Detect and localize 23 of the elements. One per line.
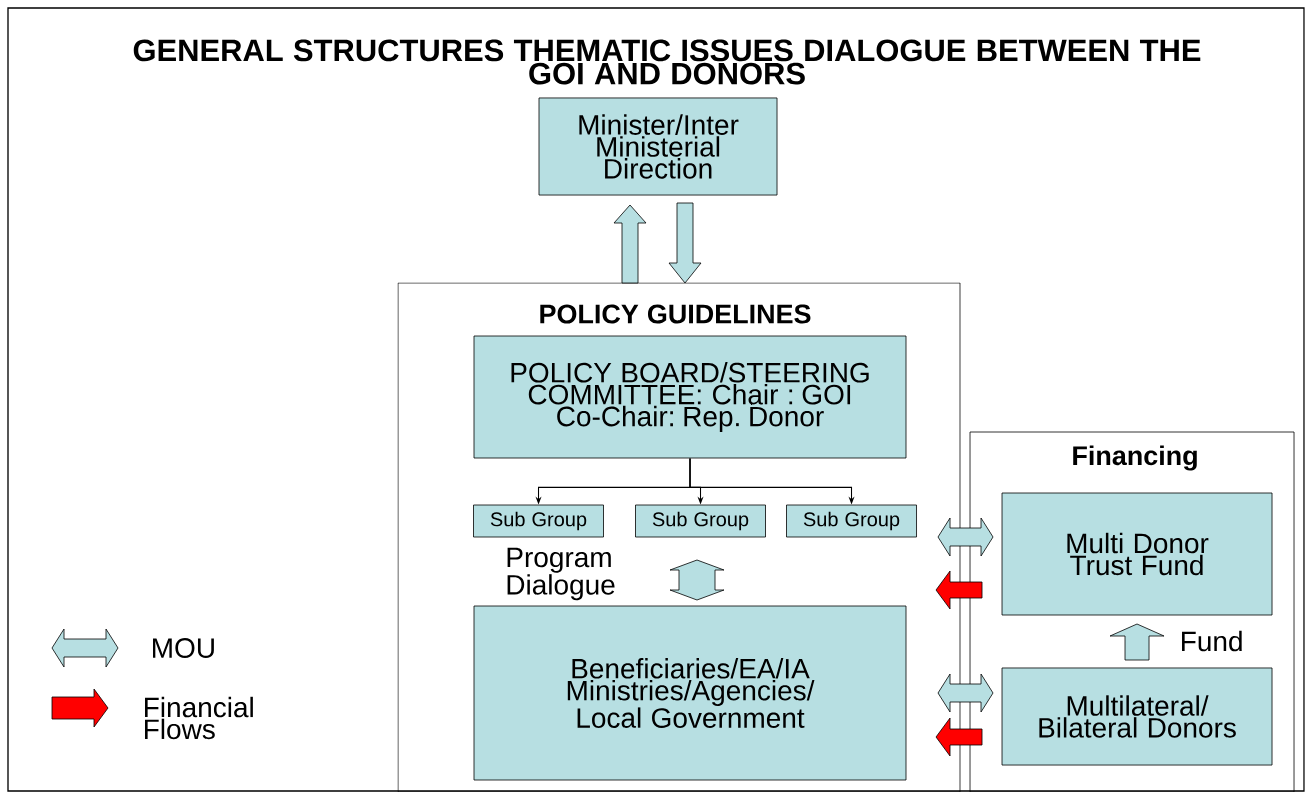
process-box: Sub Group [786,504,917,538]
block-arrow [937,673,994,713]
block-arrow [937,517,994,557]
legend-label: Financial Flows [145,696,253,740]
process-box: Sub Group [635,504,766,538]
title: GENERAL STRUCTURES THEMATIC ISSUES DIALOGUE BETWEEN THE GOI AND DONORS [133,39,1201,85]
group-heading: POLICY GUIDELINES [540,304,811,324]
block-arrow [1109,623,1165,661]
edge-label: Program Dialogue [507,547,615,601]
block-arrow [668,202,702,284]
process-box: Multilateral/ Bilateral Donors [1001,667,1273,766]
process-box: Multi Donor Trust Fund [1001,492,1273,616]
block-arrow [613,204,647,284]
block-arrow [669,559,725,601]
process-box: Minister/Inter Ministerial Direction [538,97,778,196]
group-heading: Financing [1073,445,1197,471]
block-arrow [935,717,983,757]
edge-label: Fund [1182,630,1242,652]
block-arrow [935,570,983,610]
process-box: POLICY BOARD/STEERING COMMITTEE: Chair : GOI Co-Chair: Rep. Donor [473,335,907,459]
process-box: Sub Group [473,504,604,538]
legend-label: MOU [153,638,214,658]
process-box: Beneficiaries/EA/IA Ministries/Agencies/ Local Government [473,605,907,781]
